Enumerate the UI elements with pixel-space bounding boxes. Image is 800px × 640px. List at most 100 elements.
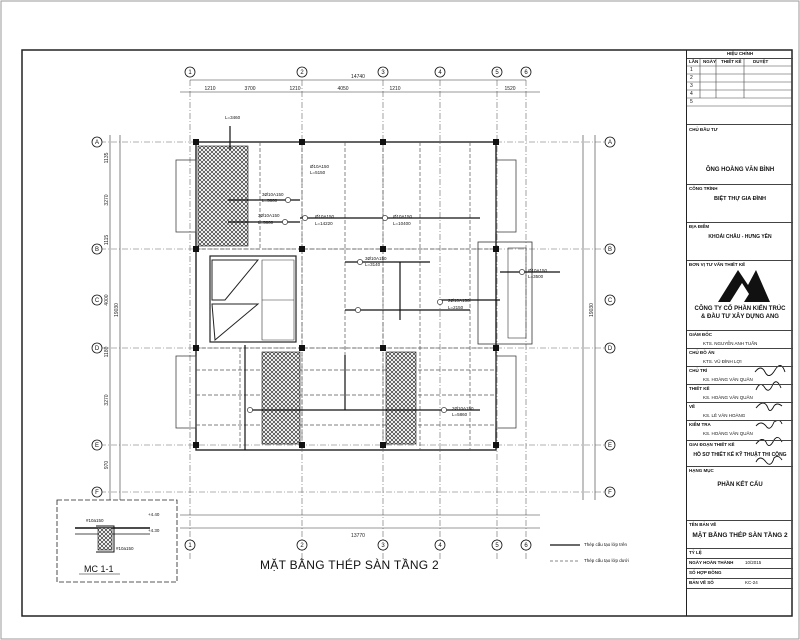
sheet-label: TÊN BẢN VẼ [689, 522, 717, 527]
dimension: 3270 [104, 394, 110, 405]
rebar-length: L=3460 [225, 115, 241, 120]
dimension-overall: 19030 [589, 303, 595, 317]
section-label: #10a150 [116, 546, 134, 551]
role-person: KTS. VŨ ĐÌNH LỢI [703, 359, 742, 364]
axis-label: 2 [300, 543, 304, 549]
rebar-label: 3Ø10A150 [365, 256, 387, 261]
axis-label: F [95, 490, 99, 496]
axis-label: B [608, 247, 612, 253]
title-block-grid [686, 58, 792, 107]
rebar-label: 3Ø10A150 [258, 213, 280, 218]
role-person: KTS. NGUYỄN ANH TUẤN [703, 341, 758, 346]
rebar-label: 3Ø10A150 [262, 192, 284, 197]
dimension: 1180 [104, 346, 110, 357]
role-label: THIẾT KẾ [689, 386, 710, 391]
rebar-mesh-areas [197, 145, 417, 445]
legend-lines [550, 544, 580, 562]
revision-row: 4 [690, 91, 693, 97]
role-label: KIỂM TRA [689, 422, 711, 427]
drawing-number-label: BẢN VẼ SỐ [689, 580, 714, 585]
revision-col: NGÀY [703, 59, 717, 64]
axis-label: 5 [495, 70, 499, 76]
legend-item: Thép cấu tạo lớp dưới [584, 558, 629, 563]
section-title: MC 1-1 [84, 564, 114, 574]
rebar-length: L=3140 [365, 262, 381, 267]
date-label: NGÀY HOÀN THÀNH [689, 560, 734, 565]
revision-header: HIỆU CHỈNH [687, 50, 793, 59]
company-logo [718, 270, 770, 302]
owner-name: ÔNG HOÀNG VĂN BÌNH [705, 167, 775, 173]
axis-label: D [608, 346, 613, 352]
rebar-length: L=14220 [315, 221, 333, 226]
revision-col: LẦN [689, 59, 699, 64]
axis-label: 4 [438, 70, 442, 76]
phase-value: HỒ SƠ THIẾT KẾ KỸ THUẬT THI CÔNG [693, 452, 787, 458]
legend-item: Thép cấu tạo lớp trên [584, 542, 627, 547]
rebar-length: L=5860 [258, 220, 274, 225]
rebar-label: Ø10A150 [315, 214, 335, 219]
revision-row: 1 [690, 67, 693, 73]
role-label: GIÁM ĐỐC [689, 332, 712, 337]
axis-label: A [95, 140, 99, 146]
dimension: 970 [104, 461, 110, 470]
revision-columns: LẦN NGÀY THIẾT KẾ DUYỆT [687, 58, 793, 66]
axis-label: F [608, 490, 612, 496]
owner-label: CHỦ ĐẦU TƯ [689, 127, 718, 132]
axis-label: A [608, 140, 612, 146]
axis-label: 2 [300, 70, 304, 76]
company-name-line2: & ĐẦU TƯ XÂY DỰNG ANG [701, 314, 779, 320]
role-person: KS. LÊ VĂN HOÀNG [703, 413, 746, 418]
phase-label: GIAI ĐOẠN THIẾT KẾ [689, 442, 735, 447]
rebar-label: 2Ø10A150 [448, 298, 470, 303]
dimension: 1210 [389, 86, 400, 92]
rebar-label: 2Ø10A150 [452, 406, 474, 411]
revision-row: 2 [690, 75, 693, 81]
signatures [754, 365, 786, 465]
dimension-overall: 14740 [351, 74, 365, 80]
rebar-length: L=2150 [448, 305, 464, 310]
rebar-length: L=5150 [310, 170, 326, 175]
revision-col: DUYỆT [753, 59, 769, 64]
axis-label: C [95, 298, 100, 304]
section-label: +4.40 [148, 512, 160, 517]
revision-row: 3 [690, 83, 693, 89]
sheet-name: MẶT BẰNG THÉP SÀN TẦNG 2 [692, 532, 788, 539]
dimension: 1520 [504, 86, 515, 92]
section-label: +4.30 [148, 528, 160, 533]
revision-row: 5 [690, 99, 693, 105]
axis-label: 6 [524, 70, 528, 76]
role-label: VẼ [689, 404, 696, 409]
consultant-label: ĐƠN VỊ TƯ VẤN THIẾT KẾ [689, 262, 746, 267]
dimension: 3270 [104, 194, 110, 205]
company-name-line1: CÔNG TY CỔ PHẦN KIẾN TRÚC [694, 306, 786, 312]
title-block: HIỆU CHỈNH LẦN NGÀY THIẾT KẾ DUYỆT 1 2 3… [686, 50, 793, 616]
axis-label: 4 [438, 543, 442, 549]
rebar-length: L=10400 [393, 221, 411, 226]
drawing-title: MẶT BẰNG THÉP SÀN TẦNG 2 [260, 558, 440, 572]
axis-bubbles-top [91, 66, 616, 551]
project-name: BIỆT THỰ GIA ĐÌNH [713, 196, 767, 202]
dimension: 4000 [104, 294, 110, 305]
floor-plan [175, 141, 533, 451]
date-value: 10/2015 [745, 560, 762, 565]
rebar-length: L=5860 [452, 412, 468, 417]
axis-label: C [608, 298, 613, 304]
axis-label: 6 [524, 543, 528, 549]
category-label: HẠNG MỤC [689, 468, 714, 473]
dimension: 1135 [104, 152, 110, 163]
role-person: KS. HOÀNG VĂN QUÂN [703, 377, 753, 382]
axis-label: 3 [381, 70, 385, 76]
dimension: 1115 [104, 235, 110, 246]
rebar-label: Ø10A150 [310, 164, 330, 169]
axis-label: D [95, 346, 100, 352]
dimension: 3700 [244, 86, 255, 92]
rebar-label: Ø10A150 [528, 268, 548, 273]
role-label: CHỦ ĐỒ ÁN [689, 350, 715, 355]
rebar-length: L=5860 [262, 198, 278, 203]
category-value: PHẦN KẾT CẤU [717, 482, 763, 488]
axis-label: E [95, 443, 99, 449]
columns [193, 139, 499, 448]
axis-label: 1 [188, 543, 192, 549]
axis-label: 3 [381, 543, 385, 549]
role-person: KS. HOÀNG VĂN QUÂN [703, 395, 753, 400]
